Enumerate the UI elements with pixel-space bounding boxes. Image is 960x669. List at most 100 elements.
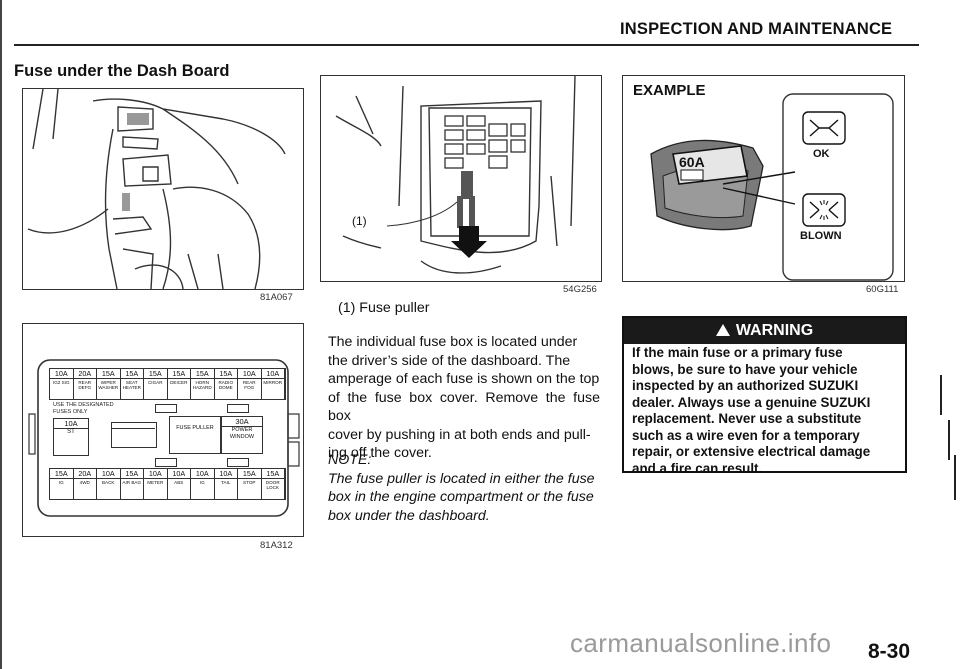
- fuse-label: REAR DEFG: [78, 380, 92, 391]
- fuse-mid-top-small: [155, 404, 177, 413]
- fuse-puller-label: FUSE PULLER: [176, 425, 214, 431]
- watermark: carmanualsonline.info: [570, 628, 832, 658]
- fuse-puller-illustration: [320, 75, 602, 282]
- warning-line: dealer. Always use a genuine SUZUKI: [632, 394, 871, 410]
- body-paragraph: The individual fuse box is located under…: [328, 333, 600, 463]
- fuse-note-label: USE THE DESIGNATED FUSES ONLY: [53, 402, 114, 415]
- warning-line: If the main fuse or a primary fuse: [632, 345, 843, 360]
- example-title: EXAMPLE: [633, 82, 706, 99]
- note-block: NOTE: The fuse puller is located in eith…: [328, 451, 603, 525]
- note-line: The fuse puller is located in either the…: [328, 470, 595, 487]
- fuse-amp: 10A: [167, 469, 190, 479]
- body-line: the driver’s side of the dashboard. The: [328, 352, 571, 369]
- fuse-label: IG: [58, 480, 64, 485]
- fuse-60a: 60A: [672, 145, 748, 185]
- fuse-label: ABS: [174, 480, 184, 485]
- fuse-label: IG: [199, 480, 205, 485]
- section-title: Fuse under the Dash Board: [14, 62, 230, 80]
- fuse-amp: 15A: [97, 369, 120, 379]
- fuse-amp: 10A: [144, 469, 167, 479]
- fuse-mid-puller: FUSE PULLER: [169, 416, 221, 454]
- fuse-label: MIRROR: [263, 380, 283, 385]
- fuse-label: RADIO DOME: [218, 380, 234, 391]
- note-heading: NOTE:: [328, 452, 372, 468]
- warning-heading: WARNING: [735, 322, 814, 339]
- body-line: ing off the cover.: [328, 445, 432, 461]
- fuse-label: DOOR LOCK: [265, 480, 280, 491]
- example-drawing: 60A: [650, 93, 894, 281]
- fuse-mid-center: [111, 422, 157, 448]
- warning-header: WARNING: [624, 318, 905, 344]
- fuse-label: AIR BAG: [122, 480, 142, 485]
- fuse-amp: 15A: [120, 469, 143, 479]
- fuse-60a-text: 60A: [679, 154, 705, 170]
- fuse-mid-left-amp: 10A: [54, 419, 88, 429]
- fuse-amp: 15A: [214, 369, 237, 379]
- fuse-amp: 10A: [191, 469, 214, 479]
- left-edge-mark: [0, 0, 2, 669]
- fuse-amp: 15A: [144, 369, 167, 379]
- fuse-amp: 10A: [214, 469, 237, 479]
- puller-drawing: [335, 75, 576, 274]
- note-line: box under the dashboard.: [328, 507, 490, 524]
- fuse-amp: 15A: [238, 469, 261, 479]
- page-header-title: INSPECTION AND MAINTENANCE: [620, 20, 893, 38]
- page-number: 8-30: [868, 640, 911, 663]
- fuse-mid-left: 10A ST: [53, 418, 89, 456]
- warning-line: blows, be sure to have your vehicle: [632, 361, 858, 377]
- header-rule: [14, 44, 919, 46]
- body-line: amperage of each fuse is shown on the to…: [328, 371, 600, 387]
- fuse-amp: 15A: [261, 469, 284, 479]
- fuse-mid-bottom-small: [155, 458, 177, 467]
- body-line: The individual fuse box is located under: [328, 334, 578, 350]
- fuse-amp: 10A: [261, 369, 284, 379]
- fuse-amp: 10A: [238, 369, 261, 379]
- body-line: cover by pushing in at both ends and pul…: [328, 426, 591, 443]
- fuse-amp: 10A: [97, 469, 120, 479]
- warning-line: inspected by an authorized SUZUKI: [632, 378, 859, 393]
- fuse-label: DEICER: [170, 380, 188, 385]
- fuse-mid-bottom-small-2: [227, 458, 249, 467]
- fuse-mid-left-label: ST: [67, 429, 75, 435]
- warning-body: If the main fuse or a primary fuse blows…: [632, 345, 898, 477]
- figure-caption: (1) Fuse puller: [338, 300, 430, 316]
- fuse-label: BACK: [101, 480, 115, 485]
- warning-triangle-icon: [715, 324, 730, 336]
- fuse-label: SEAT HEATER: [122, 380, 141, 391]
- fuse-label: REAR FOG: [242, 380, 256, 391]
- fuse-mid-right-label: POWER WINDOW: [229, 427, 255, 440]
- figure-code-example: 60G111: [866, 284, 899, 295]
- fuse-amp: 20A: [73, 369, 96, 379]
- fuse-amp: 15A: [120, 369, 143, 379]
- fuse-label: STOP: [243, 480, 256, 485]
- fuse-label: CIGAR: [147, 380, 163, 385]
- figure-code-fusebox: 81A312: [260, 540, 293, 551]
- fuse-amp: 20A: [73, 469, 96, 479]
- fuse-label: METER: [147, 480, 164, 485]
- fuse-box-outline: [28, 359, 300, 517]
- fuse-label: IG2 SIG: [52, 380, 70, 385]
- right-margin-mark-3: [954, 455, 956, 500]
- fuse-amp: 15A: [167, 369, 190, 379]
- warning-box: WARNING If the main fuse or a primary fu…: [622, 316, 907, 476]
